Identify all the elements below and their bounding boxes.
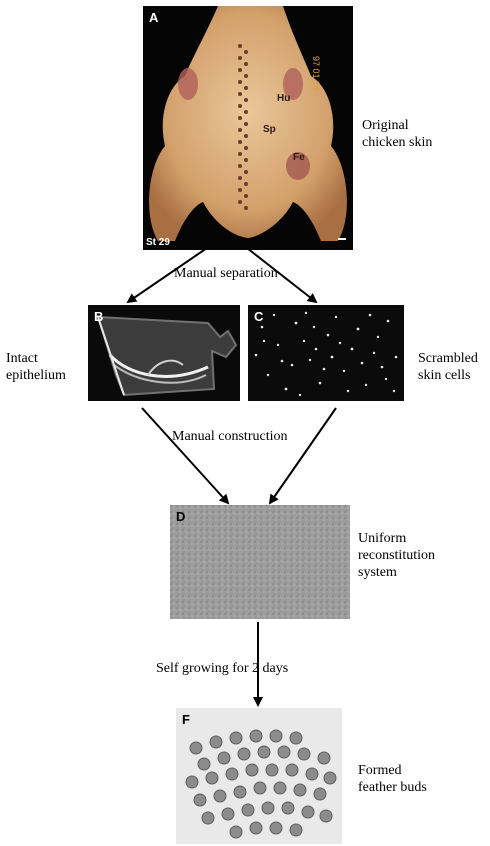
panel-b-intact-epithelium-photo: B <box>88 305 240 401</box>
label-date: 97 01 24 <box>311 56 321 91</box>
caption-intact-epithelium: Intact epithelium <box>6 350 66 384</box>
panel-c-scrambled-cells-photo: C <box>248 305 404 401</box>
step-manual-construction: Manual construction <box>172 429 287 445</box>
caption-formed-feather-buds: Formed feather buds <box>358 762 427 796</box>
arrow-epithelium-to-reconstitution <box>142 408 228 503</box>
panel-a-chicken-skin-photo: A Hu Sp Fe St 29 97 01 24 <box>143 6 353 250</box>
panel-b-letter: B <box>94 309 103 324</box>
epithelium-sheet-illustration <box>88 305 240 401</box>
label-humerus: Hu <box>277 93 290 104</box>
scrambled-cells-illustration <box>248 305 404 401</box>
feather-buds-illustration <box>176 708 342 844</box>
arrow-cells-to-reconstitution <box>270 408 336 503</box>
label-spinal: Sp <box>263 124 276 135</box>
caption-original-chicken-skin: Original chicken skin <box>362 117 432 151</box>
label-femur: Fe <box>293 152 305 163</box>
panel-d-reconstitution-photo: D <box>170 505 350 619</box>
chicken-embryo-illustration <box>143 6 353 250</box>
panel-a-letter: A <box>149 10 158 25</box>
uniform-texture-illustration <box>170 505 350 619</box>
panel-f-feather-buds-photo: F <box>176 708 342 844</box>
panel-f-letter: F <box>182 712 190 727</box>
caption-scrambled-skin-cells: Scrambled skin cells <box>418 350 478 384</box>
step-manual-separation: Manual separation <box>174 266 278 282</box>
panel-d-letter: D <box>176 509 185 524</box>
caption-uniform-reconstitution-system: Uniform reconstitution system <box>358 530 435 581</box>
panel-c-letter: C <box>254 309 263 324</box>
step-self-growing: Self growing for 2 days <box>156 661 288 677</box>
label-stage: St 29 <box>146 237 170 248</box>
